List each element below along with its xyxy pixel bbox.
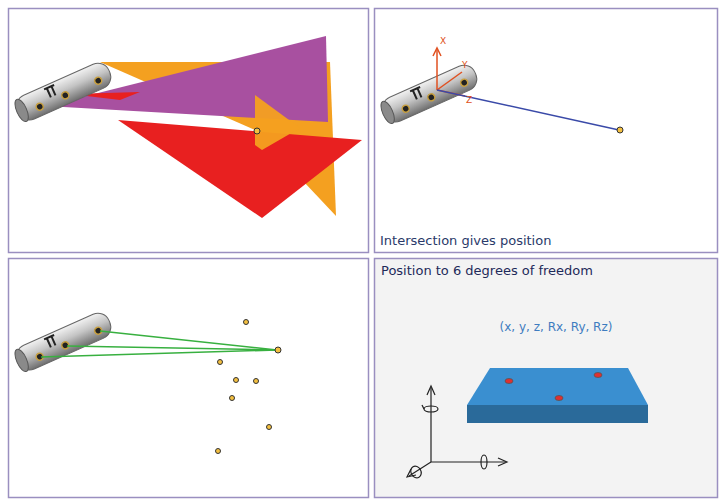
- coordinate-axes: [407, 386, 507, 480]
- panel-heading: Position to 6 degrees of freedom: [381, 263, 593, 279]
- pose-formula: (x, y, z, Rx, Ry, Rz): [500, 320, 613, 334]
- camera-bar: [12, 59, 115, 124]
- camera-axes: [433, 48, 465, 96]
- sight-lines: [41, 331, 277, 357]
- marker: [617, 127, 623, 133]
- panel: [375, 9, 718, 253]
- panel-caption: Intersection gives position: [380, 233, 551, 249]
- axis-label: X: [440, 36, 446, 47]
- panel: [9, 9, 369, 253]
- rigid-body: [467, 368, 648, 423]
- camera-bar: [378, 61, 481, 126]
- panel: [375, 259, 718, 498]
- axis-label: Y: [462, 60, 468, 71]
- sight-line: [437, 90, 619, 130]
- camera-bar: [12, 309, 115, 374]
- light-planes: [46, 36, 362, 218]
- axis-label: Z: [466, 95, 472, 106]
- markers: [216, 320, 282, 454]
- panel: [9, 259, 369, 498]
